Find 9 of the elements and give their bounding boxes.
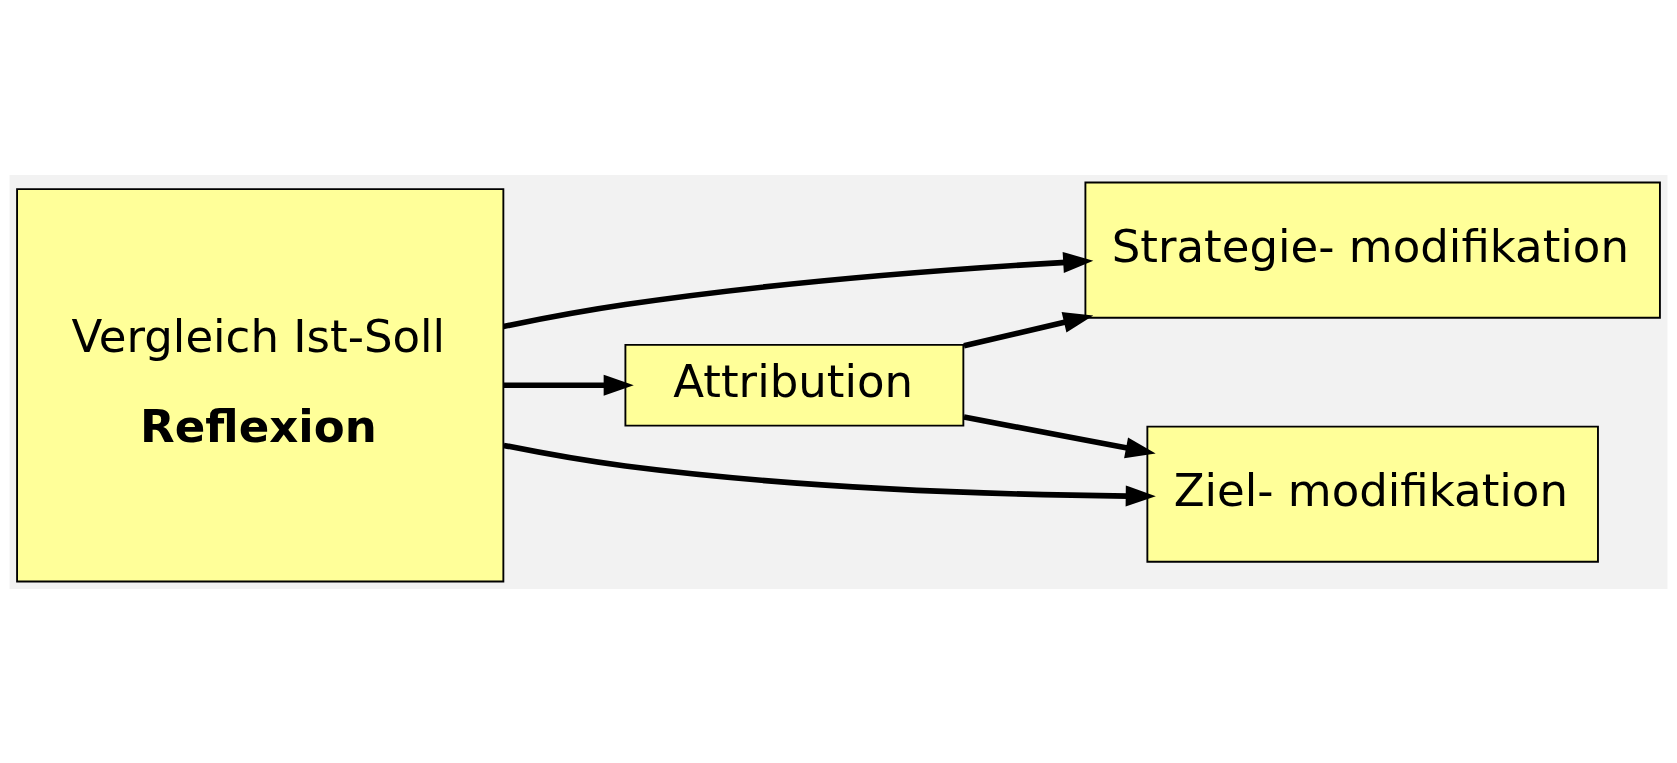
arrow — [503, 442, 1156, 507]
node-box: Vergleich Ist-Soll Reflexion — [16, 187, 505, 582]
arrow — [963, 311, 1094, 349]
node-box: Strategie- modifikation — [1084, 181, 1661, 319]
node-box: Attribution — [624, 343, 965, 427]
arrow — [502, 251, 1094, 329]
node-box: Ziel- modifikation — [1146, 425, 1599, 563]
arrow — [963, 413, 1156, 458]
arrow — [504, 374, 634, 396]
